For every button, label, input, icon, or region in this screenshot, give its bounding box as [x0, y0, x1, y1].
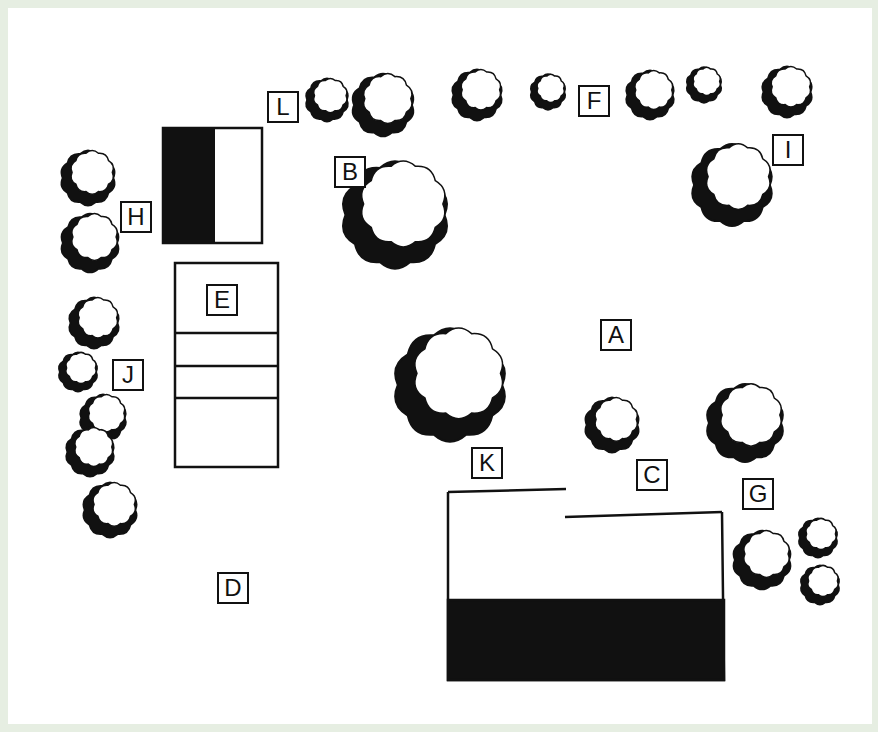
- map-label: B: [334, 156, 366, 188]
- house: [448, 489, 724, 680]
- tree: [626, 70, 673, 119]
- tree: [62, 151, 115, 206]
- label-letter: G: [749, 482, 768, 506]
- map-label: I: [772, 134, 804, 166]
- map-label: D: [217, 572, 249, 604]
- shed: [163, 128, 262, 243]
- tree: [707, 384, 783, 462]
- label-letter: K: [479, 451, 495, 475]
- tree: [692, 144, 771, 226]
- label-letter: B: [342, 160, 358, 184]
- tree: [687, 67, 721, 102]
- map-label: L: [267, 91, 299, 123]
- label-letter: D: [224, 576, 241, 600]
- map-label: A: [600, 319, 632, 351]
- label-letter: C: [643, 463, 660, 487]
- tree: [69, 297, 118, 348]
- tree: [762, 66, 811, 117]
- label-letter: E: [214, 288, 230, 312]
- tree: [531, 74, 565, 109]
- tree: [353, 74, 413, 137]
- garden-bed: [175, 263, 278, 467]
- tree: [59, 352, 97, 391]
- label-letter: L: [276, 95, 289, 119]
- map-label: H: [120, 201, 152, 233]
- tree: [62, 214, 119, 273]
- label-letter: F: [587, 89, 602, 113]
- ground: [8, 8, 872, 724]
- tree: [306, 78, 348, 121]
- tree: [84, 483, 137, 538]
- tree: [801, 565, 839, 604]
- tree: [799, 518, 837, 557]
- label-letter: H: [127, 205, 144, 229]
- label-letter: A: [608, 323, 624, 347]
- tree: [452, 69, 501, 120]
- map-label: F: [578, 85, 610, 117]
- tree: [586, 398, 639, 453]
- tree: [66, 427, 113, 476]
- tree: [734, 531, 791, 590]
- map-label: C: [636, 459, 668, 491]
- map-label: K: [471, 447, 503, 479]
- label-letter: J: [122, 363, 134, 387]
- label-letter: I: [785, 138, 792, 162]
- map-label: G: [742, 478, 774, 510]
- tree: [395, 328, 505, 442]
- map-label: J: [112, 359, 144, 391]
- map-label: E: [206, 284, 238, 316]
